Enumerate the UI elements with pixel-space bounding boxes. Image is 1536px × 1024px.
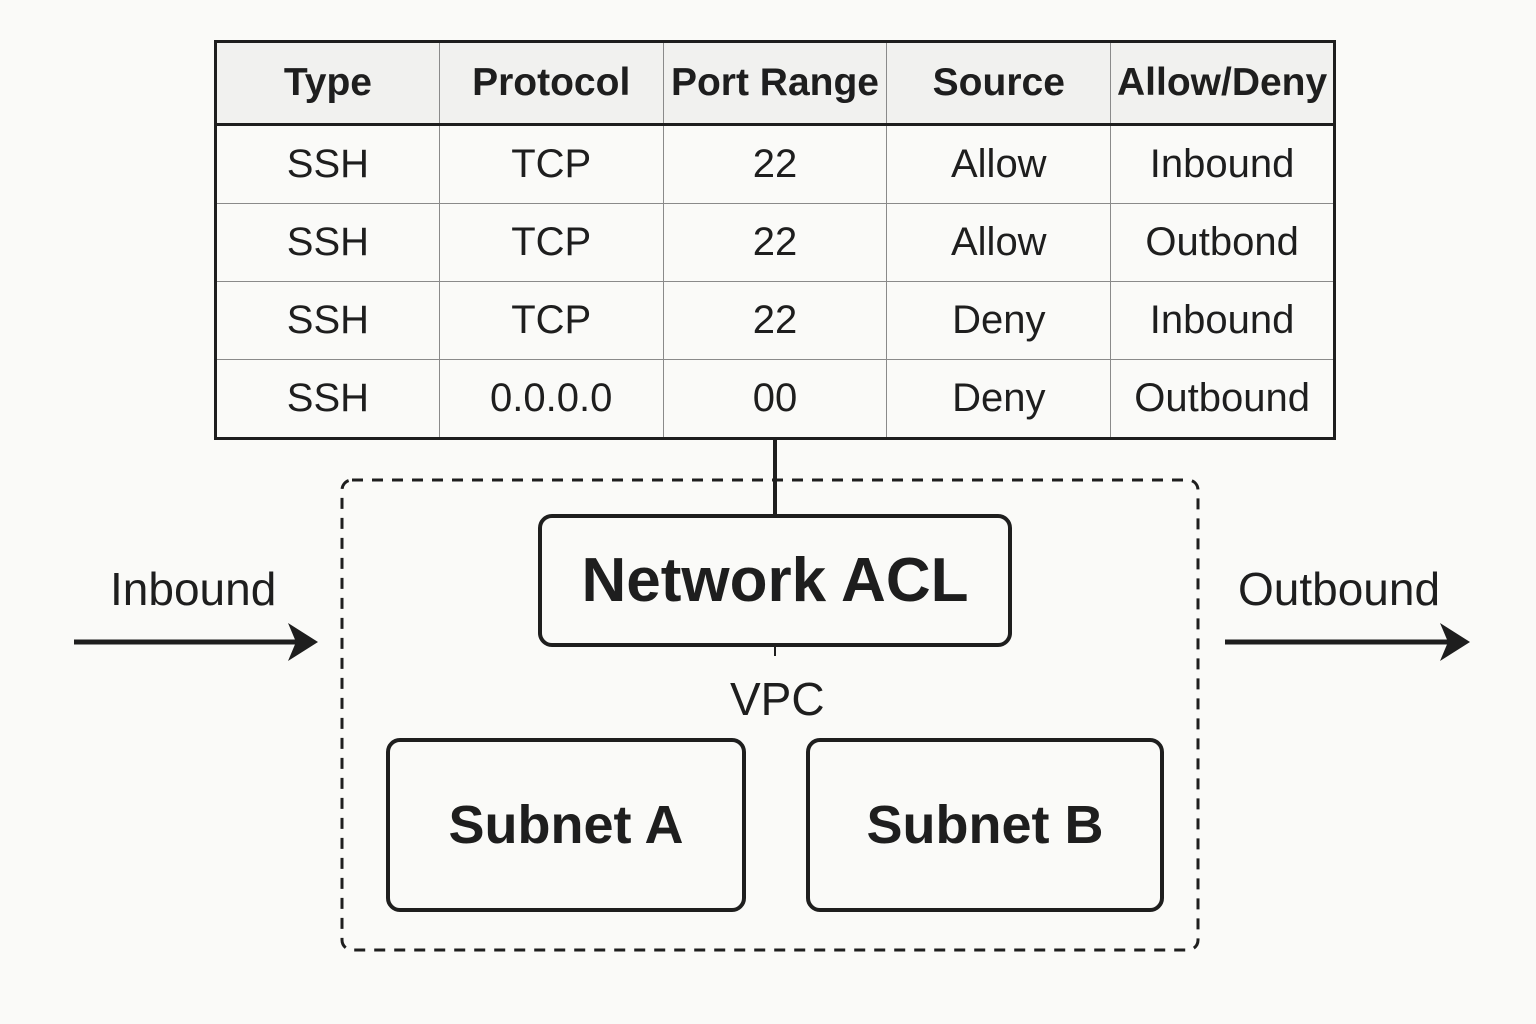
table-cell: TCP	[438, 281, 664, 360]
vpc-label: VPC	[730, 673, 825, 725]
table-cell: Inbound	[1110, 281, 1335, 360]
table-header-row: Type Protocol Port Range Source Allow/De…	[215, 41, 1335, 126]
network-acl-box: Network ACL	[538, 514, 1012, 647]
table-cell: Deny	[886, 359, 1112, 439]
inbound-arrow-icon	[74, 623, 318, 661]
table-row: SSH 0.0.0.0 00 Deny Outbound	[215, 359, 1335, 439]
table-row: SSH TCP 22 Allow Outbond	[215, 203, 1335, 282]
table-cell: TCP	[438, 203, 664, 282]
column-header-allow-deny: Allow/Deny	[1110, 41, 1335, 126]
subnet-b-box: Subnet B	[806, 738, 1164, 912]
table-cell: 0.0.0.0	[438, 359, 664, 439]
table-row: SSH TCP 22 Deny Inbound	[215, 281, 1335, 360]
outbound-label: Outbound	[1238, 563, 1441, 615]
subnet-a-box: Subnet A	[386, 738, 746, 912]
table-cell: SSH	[215, 359, 440, 439]
outbound-arrow-icon	[1225, 623, 1470, 661]
table-cell: 22	[662, 124, 888, 204]
table-cell: SSH	[215, 203, 440, 282]
table-row: SSH TCP 22 Allow Inbound	[215, 124, 1335, 204]
table-cell: SSH	[215, 124, 440, 204]
table-cell: Allow	[886, 124, 1112, 204]
table-cell: Outbound	[1110, 359, 1335, 439]
table-cell: TCP	[438, 124, 664, 204]
column-header-source: Source	[886, 41, 1112, 126]
inbound-label: Inbound	[110, 563, 277, 615]
acl-rules-table: Type Protocol Port Range Source Allow/De…	[214, 40, 1336, 440]
table-cell: Deny	[886, 281, 1112, 360]
table-cell: Inbound	[1110, 124, 1335, 204]
subnet-a-label: Subnet A	[448, 795, 684, 855]
table-cell: 00	[662, 359, 888, 439]
column-header-type: Type	[215, 41, 440, 126]
column-header-protocol: Protocol	[438, 41, 664, 126]
network-acl-label: Network ACL	[581, 546, 969, 615]
subnet-b-label: Subnet B	[866, 795, 1104, 855]
table-cell: 22	[662, 203, 888, 282]
table-cell: Outbond	[1110, 203, 1335, 282]
table-cell: SSH	[215, 281, 440, 360]
column-header-port-range: Port Range	[662, 41, 888, 126]
table-cell: Allow	[886, 203, 1112, 282]
table-cell: 22	[662, 281, 888, 360]
